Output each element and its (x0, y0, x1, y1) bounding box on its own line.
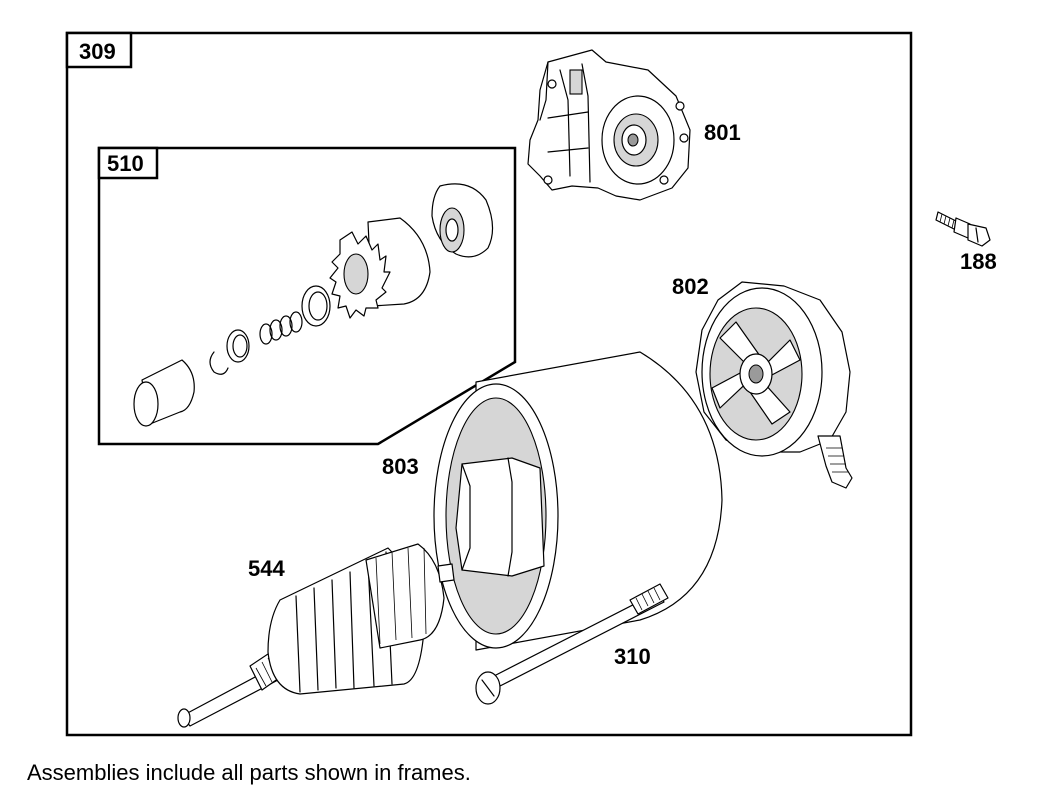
part-label-188: 188 (960, 249, 997, 274)
assembly-frame-309: 309 (65, 31, 913, 737)
part-label-544: 544 (248, 556, 285, 581)
frame-tag-309: 309 (79, 39, 116, 64)
assembly-frame-510: 510 (97, 146, 517, 446)
frame-tag-510: 510 (107, 151, 144, 176)
part-544-armature (177, 543, 455, 728)
retaining-ring (209, 351, 229, 375)
part-803-housing (433, 351, 723, 651)
footer-note: Assemblies include all parts shown in fr… (27, 760, 471, 785)
drive-assembly-parts (133, 183, 494, 427)
part-label-801: 801 (704, 120, 741, 145)
part-188-bolt (935, 211, 991, 247)
drive-spring (259, 311, 303, 345)
part-label-310: 310 (614, 644, 651, 669)
part-802-end-cap (695, 281, 853, 489)
part-310-through-bolt (475, 583, 669, 705)
part-801-bracket (527, 49, 691, 201)
part-label-803: 803 (382, 454, 419, 479)
part-label-802: 802 (672, 274, 709, 299)
